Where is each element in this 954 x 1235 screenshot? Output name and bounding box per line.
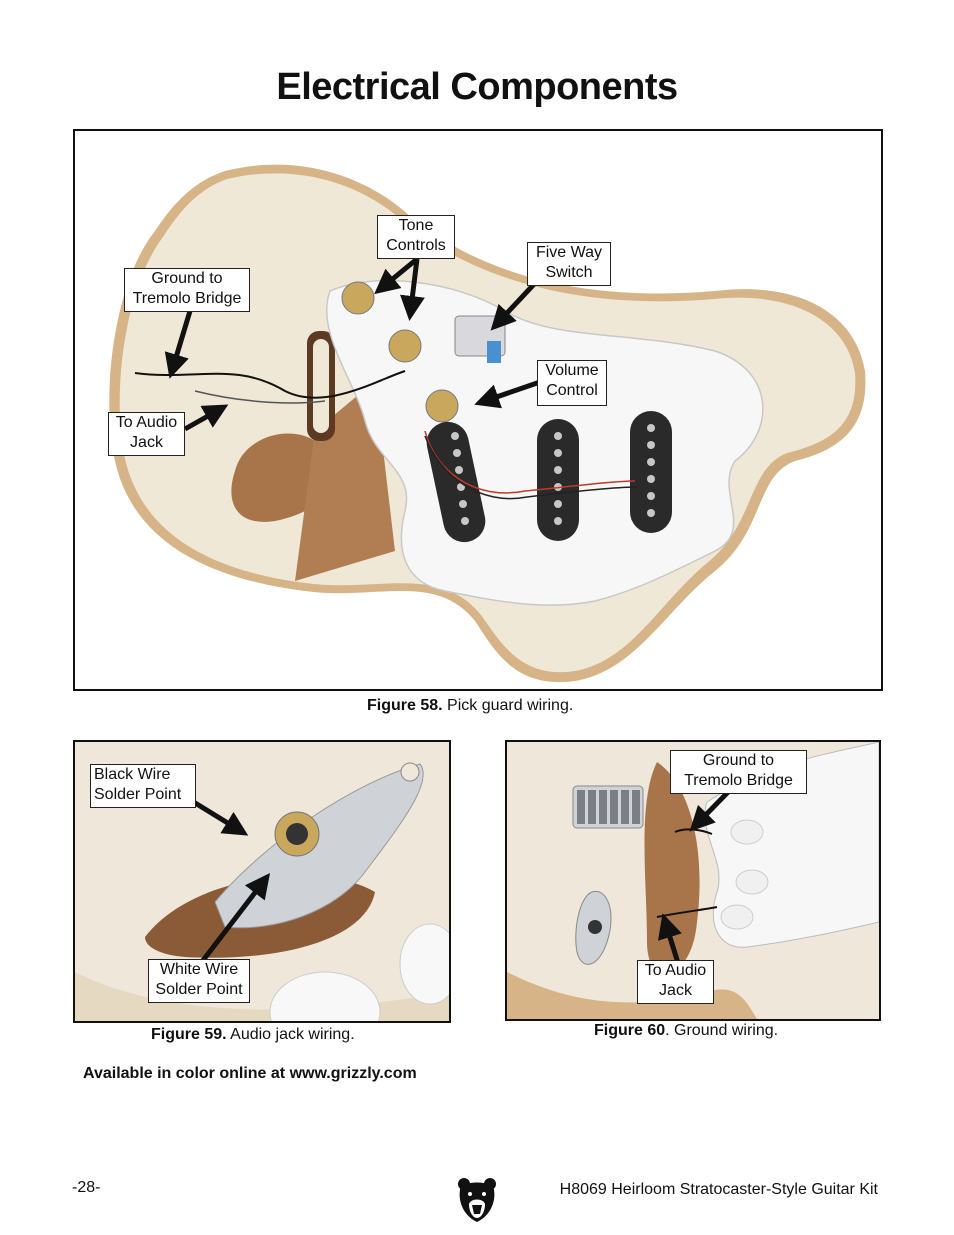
callout-ground-tremolo-60: Ground to Tremolo Bridge <box>670 750 807 794</box>
figure-58-caption-text: Pick guard wiring. <box>442 697 574 714</box>
ground-wiring-illustration <box>507 742 879 1019</box>
figure-60-photo: Ground to Tremolo Bridge To Audio Jack <box>505 740 881 1021</box>
figure-59-caption: Figure 59. Audio jack wiring. <box>151 1026 355 1044</box>
callout-to-audio-jack-60: To Audio Jack <box>637 960 714 1004</box>
figure-58-caption: Figure 58. Pick guard wiring. <box>367 697 573 715</box>
figure-60-caption-text: . Ground wiring. <box>665 1022 779 1039</box>
page-number: -28- <box>72 1179 101 1196</box>
callout-to-audio-jack: To Audio Jack <box>108 412 185 456</box>
callout-tone-controls: Tone Controls <box>377 215 455 259</box>
figure-58-caption-number: Figure 58. <box>367 697 443 714</box>
callout-black-wire-solder: Black Wire Solder Point <box>90 764 196 808</box>
figure-60-caption-number: Figure 60 <box>594 1022 666 1039</box>
figure-60-caption: Figure 60. Ground wiring. <box>594 1022 778 1040</box>
figure-59-photo: Black Wire Solder Point White Wire Solde… <box>73 740 451 1023</box>
footer-title: H8069 Heirloom Stratocaster-Style Guitar… <box>559 1181 878 1198</box>
color-online-note: Available in color online at www.grizzly… <box>83 1065 417 1082</box>
audio-jack-illustration <box>75 742 449 1021</box>
figure-58-photo: Tone Controls Five Way Switch Ground to … <box>73 129 883 691</box>
callout-white-wire-solder: White Wire Solder Point <box>148 959 250 1003</box>
figure-59-caption-number: Figure 59. <box>151 1026 227 1043</box>
page-title: Electrical Components <box>276 66 678 108</box>
grizzly-bear-logo-icon <box>458 1178 496 1222</box>
callout-ground-tremolo: Ground to Tremolo Bridge <box>124 268 250 312</box>
callout-five-way-switch: Five Way Switch <box>527 242 611 286</box>
figure-59-caption-text: Audio jack wiring. <box>226 1026 355 1043</box>
callout-volume-control: Volume Control <box>537 360 607 406</box>
guitar-body-illustration <box>109 164 866 683</box>
